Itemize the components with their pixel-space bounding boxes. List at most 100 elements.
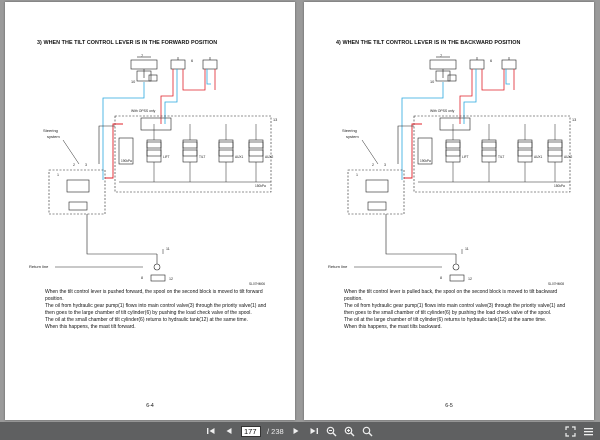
return-line — [463, 69, 477, 124]
component-number-8: 8 — [440, 276, 442, 280]
return-line — [206, 69, 211, 85]
aux1-spool-section — [517, 141, 533, 149]
drawing-code: SL07HM08 — [548, 282, 564, 286]
tilt-spool-section — [481, 141, 497, 149]
aux2-spool — [547, 139, 563, 163]
priority-valve-block — [48, 169, 106, 215]
opss-valve — [439, 117, 471, 131]
opss-label: With OPSS only — [131, 109, 156, 113]
drawing-code: SL07HM06 — [249, 282, 265, 286]
pressure-rating-label: 150kPa — [255, 184, 266, 188]
relief-valve — [417, 137, 433, 165]
document-page-left: 3) WHEN THE TILT CONTROL LEVER IS IN THE… — [5, 2, 295, 420]
hydraulic-tank — [150, 274, 166, 282]
tank-return-line — [385, 214, 456, 255]
return-line — [164, 69, 178, 124]
component-number-13: 13 — [572, 118, 576, 122]
leader-line — [361, 139, 379, 165]
zoom-in-icon[interactable] — [344, 425, 356, 437]
return-line — [401, 82, 444, 180]
viewer-actions — [564, 425, 594, 437]
lift-spool-label: LIFT — [163, 155, 170, 159]
document-page-right: 4) WHEN THE TILT CONTROL LEVER IS IN THE… — [304, 2, 594, 420]
aux2-spool-section — [248, 149, 264, 157]
tilt-spool-section — [481, 149, 497, 157]
main-control-valve — [413, 115, 571, 193]
priority-spring — [367, 201, 387, 211]
paragraph: The oil at the small chamber of tilt cyl… — [45, 316, 248, 323]
priority-valve — [66, 179, 90, 193]
tilt-spool — [182, 139, 198, 163]
zoom-out-icon[interactable] — [326, 425, 338, 437]
total-pages: / 238 — [267, 426, 284, 436]
opss-valve — [140, 117, 172, 131]
viewer-toolbar: 177 / 238 — [0, 422, 600, 440]
tilt-spool-section — [182, 141, 198, 149]
return-line-label: Return line — [328, 264, 348, 269]
paragraph: When this happens, the mast tilts backwa… — [344, 323, 442, 330]
steering-system-label: Steering — [342, 128, 357, 133]
component-number-3: 3 — [384, 163, 386, 167]
aux2-spool-section — [248, 141, 264, 149]
page-navigation: 177 / 238 — [205, 422, 374, 440]
next-page-icon[interactable] — [290, 425, 302, 437]
lift-cylinder — [130, 59, 158, 70]
component-number-7: 7 — [141, 54, 143, 58]
page-number-input[interactable]: 177 — [241, 425, 261, 437]
aux2-spool-label: AUX2 — [265, 155, 274, 159]
page-title: 3) WHEN THE TILT CONTROL LEVER IS IN THE… — [37, 40, 218, 46]
page-number: 6-4 — [146, 403, 154, 409]
aux1-spool — [218, 139, 234, 163]
component-number-3: 3 — [85, 163, 87, 167]
aux1-spool-section — [218, 149, 234, 157]
aux1-spool-label: AUX1 — [235, 155, 244, 159]
lift-spool-label: LIFT — [462, 155, 469, 159]
page-number: 6-5 — [445, 403, 453, 409]
return-line — [102, 82, 145, 180]
pressure-rating-label: 150kPa — [554, 184, 565, 188]
component-number-13: 13 — [273, 118, 277, 122]
zoom-fit-icon[interactable] — [362, 425, 374, 437]
fullscreen-icon[interactable] — [564, 425, 576, 437]
lift-spool-section — [445, 149, 461, 157]
down-safety-valve — [136, 70, 152, 82]
lift-spool-section — [445, 141, 461, 149]
pressure-line — [160, 69, 174, 124]
lift-spool — [445, 139, 461, 163]
paragraph: When the tilt control lever is pulled ba… — [344, 289, 558, 302]
pilot-line — [397, 125, 414, 164]
tilt-cylinder-left — [469, 59, 485, 70]
hydraulic-pump — [153, 263, 161, 271]
component-number-1: 1 — [356, 173, 358, 177]
pressure-line — [481, 69, 505, 91]
lift-cylinder — [429, 59, 457, 70]
component-number-2: 2 — [372, 163, 374, 167]
last-page-icon[interactable] — [308, 425, 320, 437]
description-text: When the tilt control lever is pulled ba… — [344, 289, 572, 330]
tilt-spool-label: TILT — [498, 155, 504, 159]
leader-line — [62, 139, 80, 165]
previous-page-icon[interactable] — [223, 425, 235, 437]
paragraph: The oil from hydraulic gear pump(1) flow… — [45, 302, 267, 316]
menu-icon[interactable] — [582, 425, 594, 437]
component-number-6: 6 — [191, 59, 193, 63]
first-page-icon[interactable] — [205, 425, 217, 437]
paragraph: The oil at the large chamber of tilt cyl… — [344, 316, 547, 323]
aux2-spool-label: AUX2 — [564, 155, 573, 159]
pressure-line — [459, 69, 473, 124]
hydraulic-tank — [449, 274, 465, 282]
tilt-cylinder-right — [202, 59, 218, 70]
aux1-spool-label: AUX1 — [534, 155, 543, 159]
component-number-2: 2 — [73, 163, 75, 167]
aux2-spool-section — [547, 149, 563, 157]
lift-spool-section — [146, 149, 162, 157]
return-line-label: Return line — [29, 264, 49, 269]
tilt-cylinder-left — [170, 59, 186, 70]
priority-spring — [68, 201, 88, 211]
aux1-spool — [517, 139, 533, 163]
paragraph: When the tilt control lever is pushed fo… — [45, 289, 263, 302]
relief-valve — [118, 137, 134, 165]
steering-system-label: system — [47, 134, 60, 139]
page-title: 4) WHEN THE TILT CONTROL LEVER IS IN THE… — [336, 40, 521, 46]
